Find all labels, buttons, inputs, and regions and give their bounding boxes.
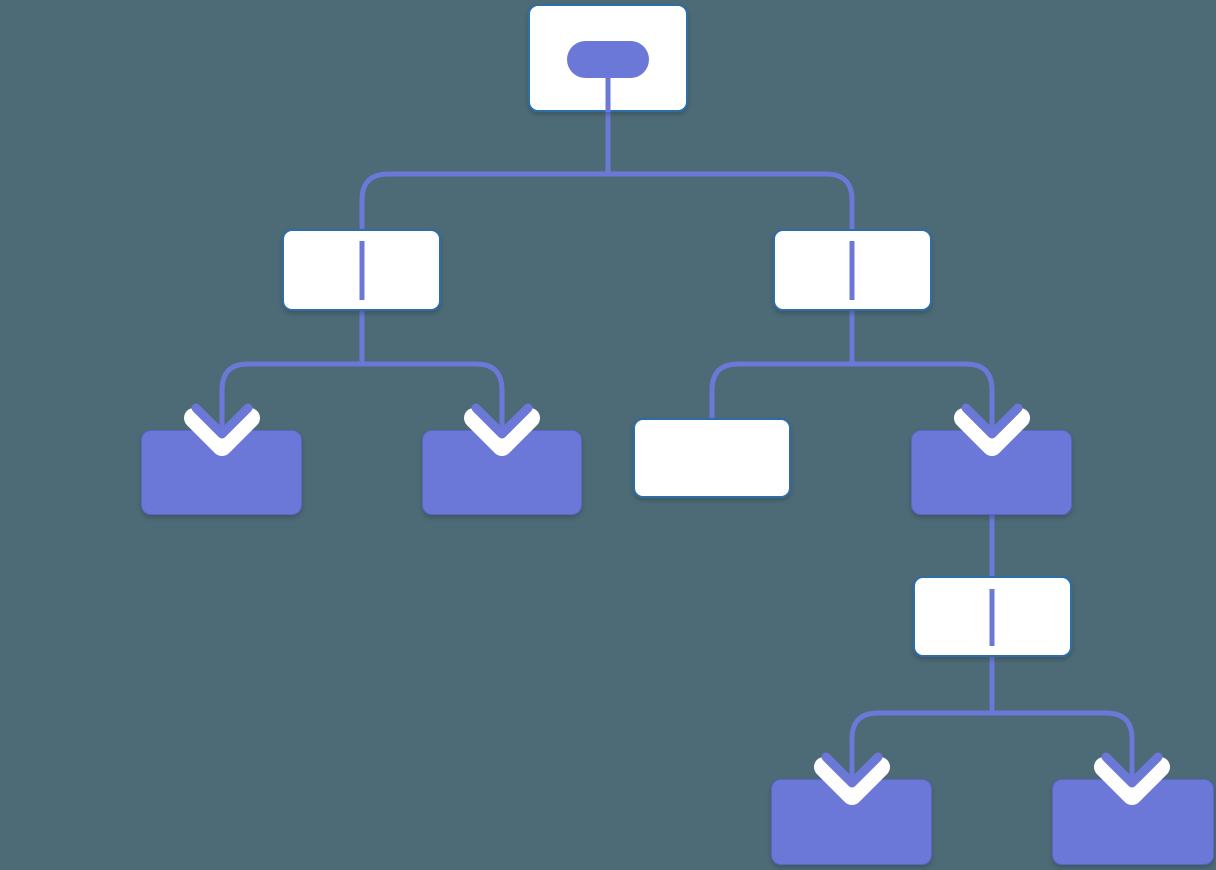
node-level1-left[interactable] <box>282 229 441 311</box>
edge-l1b-l2d <box>852 361 995 430</box>
edge-l3a-l4a <box>849 710 992 779</box>
node-level4-right[interactable] <box>1052 779 1214 865</box>
node-level2-second[interactable] <box>422 430 582 515</box>
edge-l1a-l2b <box>362 361 505 430</box>
node-root-pill <box>567 41 649 78</box>
node-level1-right[interactable] <box>773 229 932 311</box>
node-level2-first[interactable] <box>141 430 302 515</box>
edge-l1b-l2c <box>709 361 852 418</box>
edge-root-l1a <box>359 171 608 229</box>
node-level4-left[interactable] <box>771 779 932 865</box>
edge-root-l1b <box>608 171 855 229</box>
node-level2-third[interactable] <box>633 418 791 498</box>
edge-l3a-l4b <box>992 710 1135 779</box>
node-level3-right[interactable] <box>913 576 1072 657</box>
node-level2-fourth[interactable] <box>911 430 1072 515</box>
edge-l1a-l2a <box>219 361 362 430</box>
